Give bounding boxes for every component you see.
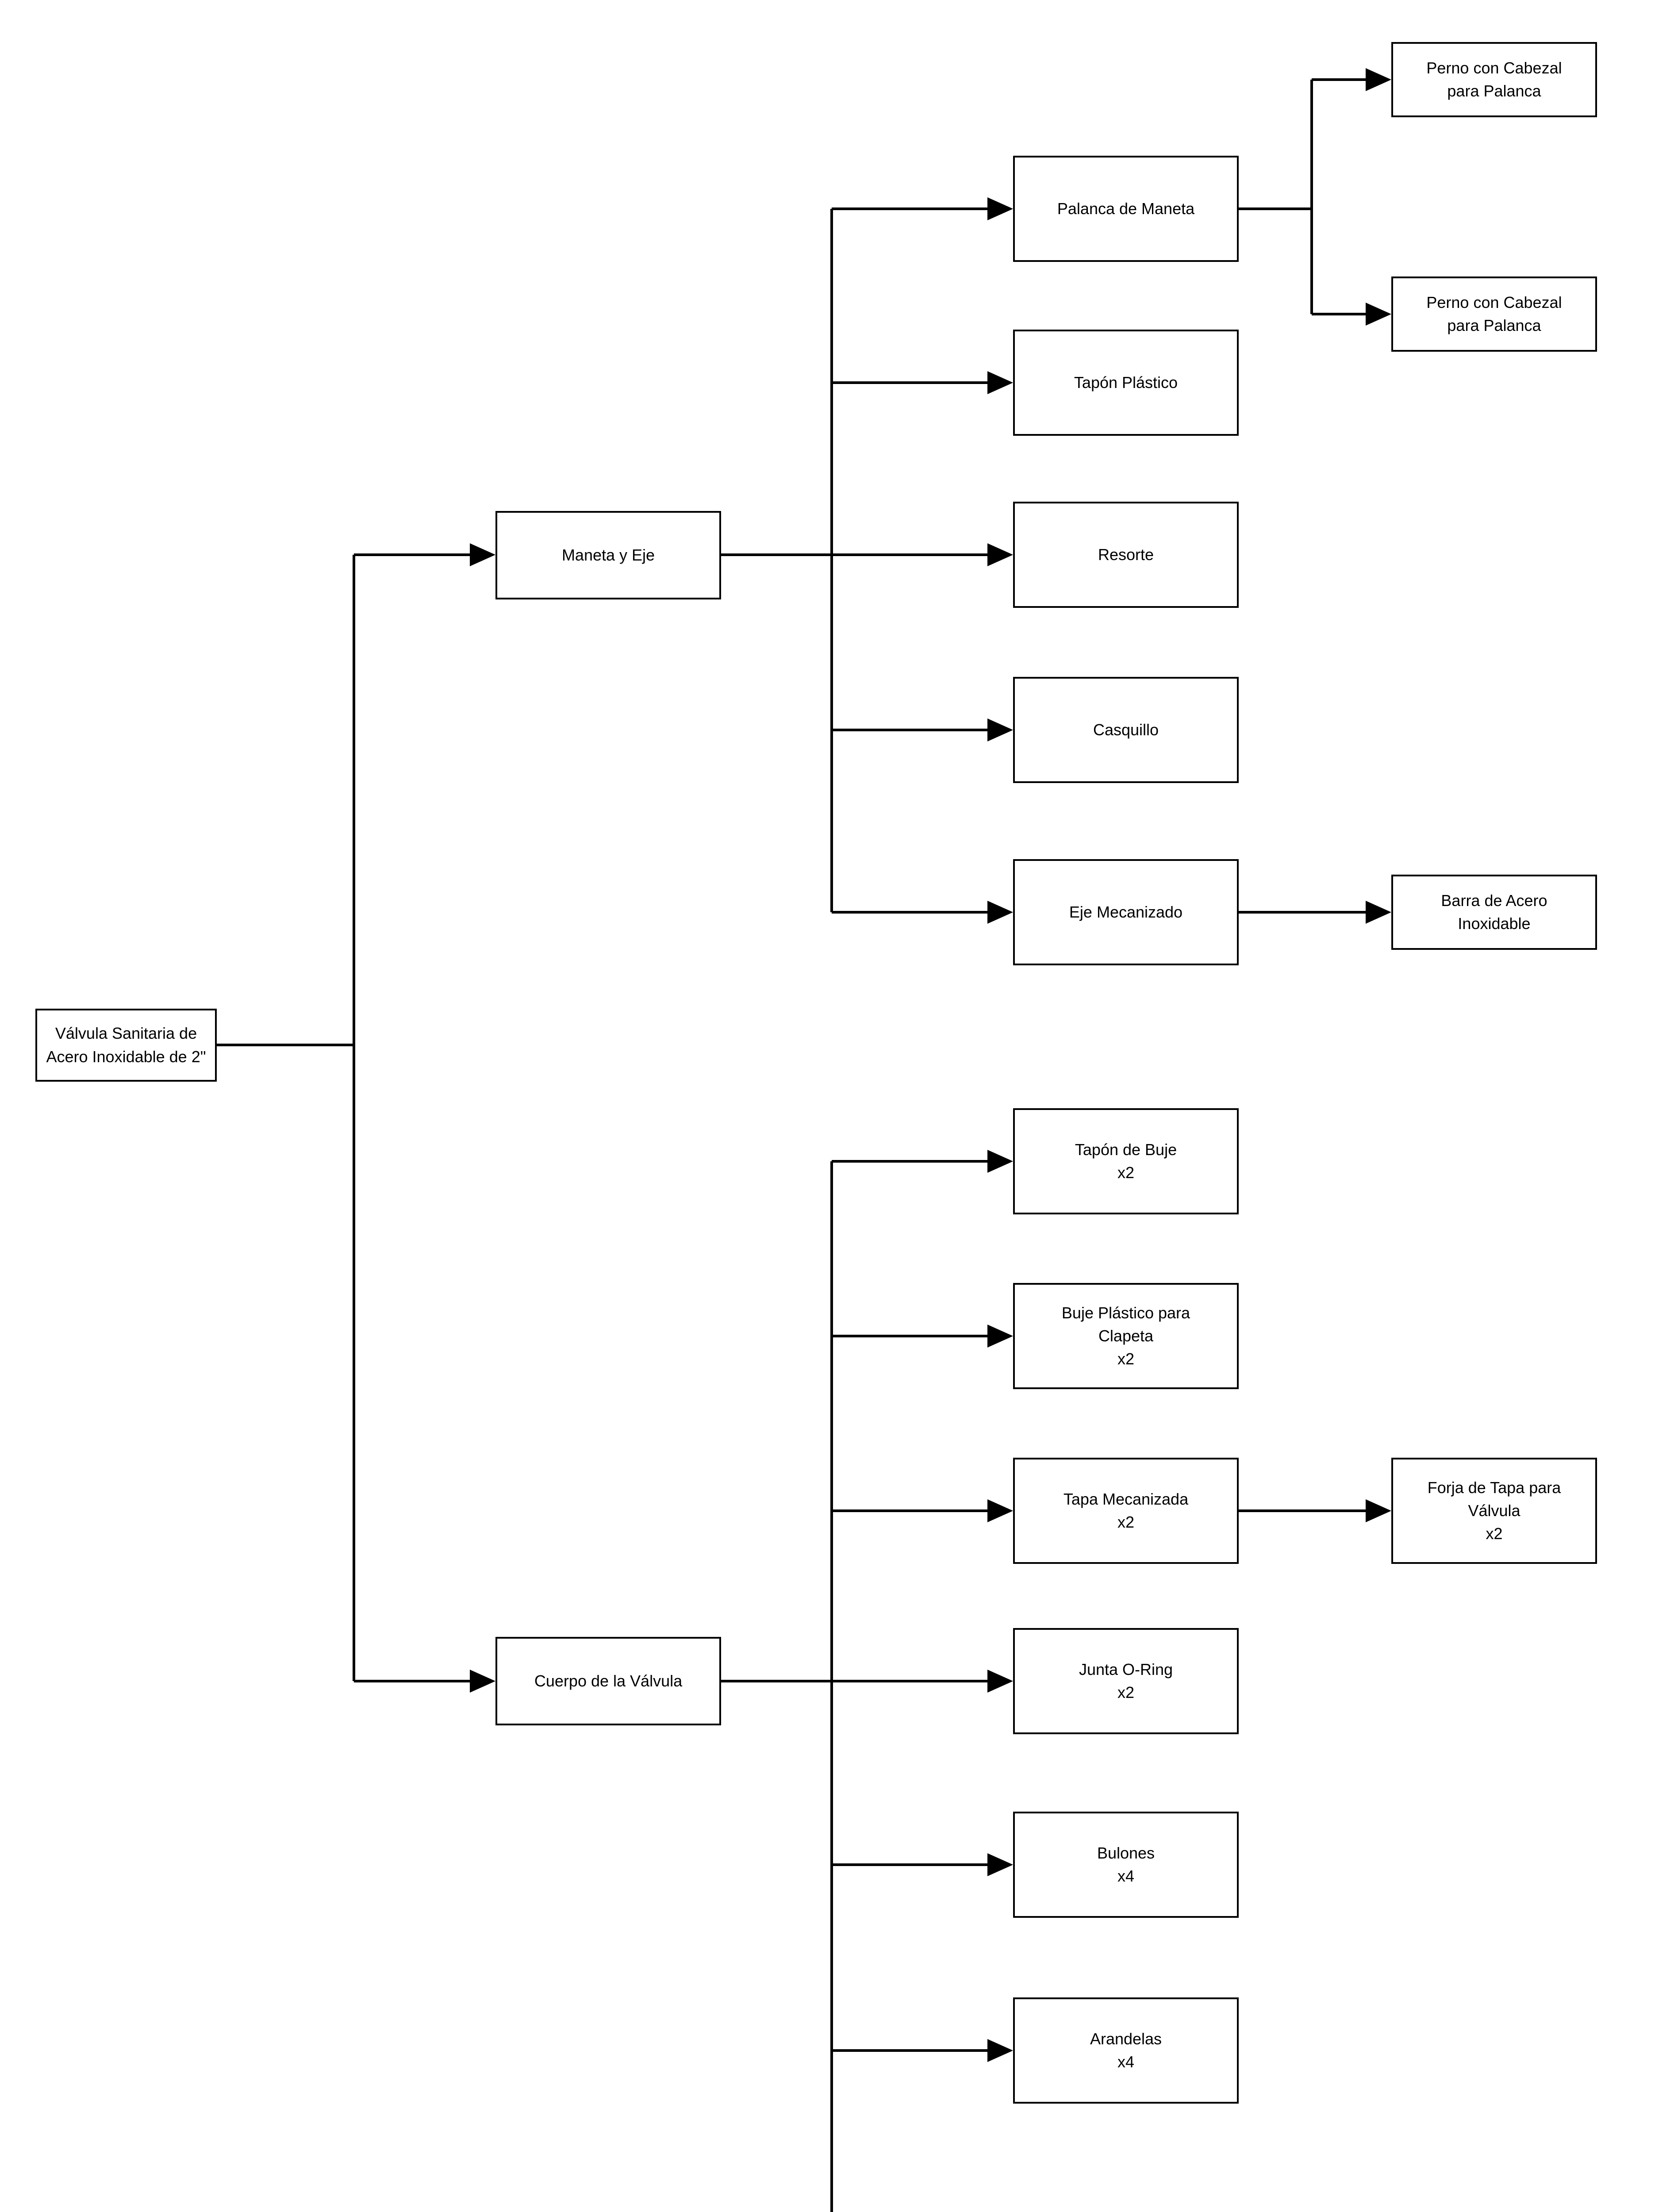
- arrow-eje: [987, 901, 1013, 924]
- node-forja-de-tapa-para-valvula[interactable]: Forja de Tapa para Válvula x2: [1391, 1458, 1597, 1564]
- node-root[interactable]: Válvula Sanitaria de Acero Inoxidable de…: [35, 1009, 217, 1082]
- node-bulones[interactable]: Bulones x4: [1013, 1812, 1239, 1918]
- arrow-cuerpo: [470, 1670, 495, 1693]
- node-arandelas[interactable]: Arandelas x4: [1013, 1997, 1239, 2104]
- arrow-buje-plastico: [987, 1325, 1013, 1348]
- arrow-perno-2: [1366, 303, 1391, 326]
- node-perno-con-cabezal-2[interactable]: Perno con Cabezal para Palanca: [1391, 276, 1597, 352]
- node-eje-mecanizado[interactable]: Eje Mecanizado: [1013, 859, 1239, 965]
- node-buje-plastico-para-clapeta[interactable]: Buje Plástico para Clapeta x2: [1013, 1283, 1239, 1389]
- node-maneta-y-eje[interactable]: Maneta y Eje: [495, 511, 721, 599]
- arrow-casquillo: [987, 718, 1013, 741]
- arrow-tapon-plastico: [987, 371, 1013, 394]
- node-tapon-plastico[interactable]: Tapón Plástico: [1013, 330, 1239, 436]
- node-barra-de-acero-inoxidable[interactable]: Barra de Acero Inoxidable: [1391, 875, 1597, 950]
- node-tapa-mecanizada[interactable]: Tapa Mecanizada x2: [1013, 1458, 1239, 1564]
- node-perno-con-cabezal-1[interactable]: Perno con Cabezal para Palanca: [1391, 42, 1597, 117]
- arrow-bulones: [987, 1853, 1013, 1876]
- node-tapon-de-buje[interactable]: Tapón de Buje x2: [1013, 1108, 1239, 1214]
- node-cuerpo-de-la-valvula[interactable]: Cuerpo de la Válvula: [495, 1637, 721, 1725]
- arrow-perno-1: [1366, 68, 1391, 91]
- arrow-maneta: [470, 543, 495, 566]
- arrow-forja-tapa: [1366, 1499, 1391, 1522]
- arrow-junta: [987, 1670, 1013, 1693]
- node-resorte[interactable]: Resorte: [1013, 502, 1239, 608]
- arrow-barra: [1366, 901, 1391, 924]
- arrow-arandelas: [987, 2039, 1013, 2062]
- arrow-palanca: [987, 197, 1013, 220]
- node-casquillo[interactable]: Casquillo: [1013, 677, 1239, 783]
- arrow-tapa: [987, 1499, 1013, 1522]
- arrow-tapon-buje: [987, 1150, 1013, 1173]
- node-junta-o-ring[interactable]: Junta O-Ring x2: [1013, 1628, 1239, 1734]
- arrow-resorte: [987, 543, 1013, 566]
- node-palanca-de-maneta[interactable]: Palanca de Maneta: [1013, 156, 1239, 262]
